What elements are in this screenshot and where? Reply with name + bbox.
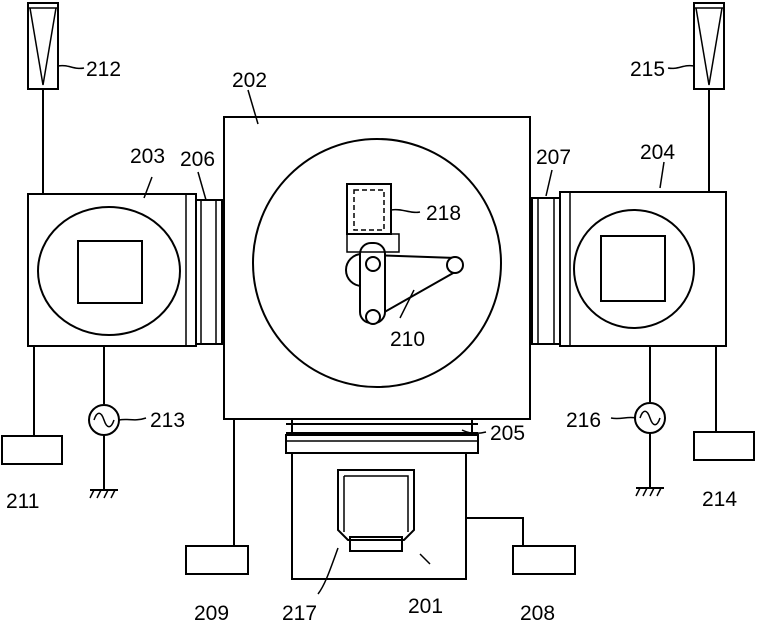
gate-valve-205 [286,419,478,453]
rf-power-source-213 [89,346,119,498]
load-lock-chamber-201 [292,453,466,579]
label-217: 217 [282,602,317,624]
gas-filter-215 [694,3,724,192]
label-208: 208 [520,602,555,624]
label-218: 218 [426,202,461,225]
label-209: 209 [194,602,229,624]
label-205: 205 [490,422,525,445]
label-207: 207 [536,146,571,169]
label-215: 215 [630,58,665,81]
cassette-217 [338,470,414,551]
label-203: 203 [130,145,165,168]
substrate-218 [347,184,391,234]
vacuum-pump-208 [466,518,575,574]
gate-valve-206 [196,200,222,344]
label-204: 204 [640,141,675,164]
process-chamber-204 [560,192,726,346]
label-212: 212 [86,58,121,81]
label-211: 211 [6,490,39,513]
label-202: 202 [232,69,267,92]
rf-power-source-216 [635,346,665,496]
vacuum-pump-209 [186,419,248,574]
gate-valve-207 [532,198,560,344]
label-213: 213 [150,409,185,432]
label-210: 210 [390,328,425,351]
process-chamber-203 [28,194,196,346]
label-201: 201 [408,595,443,618]
label-206: 206 [180,148,215,171]
gas-filter-212 [28,3,58,194]
vacuum-pump-214 [694,346,754,460]
label-214: 214 [702,488,737,511]
label-216: 216 [566,409,601,432]
vacuum-pump-211 [2,346,62,464]
